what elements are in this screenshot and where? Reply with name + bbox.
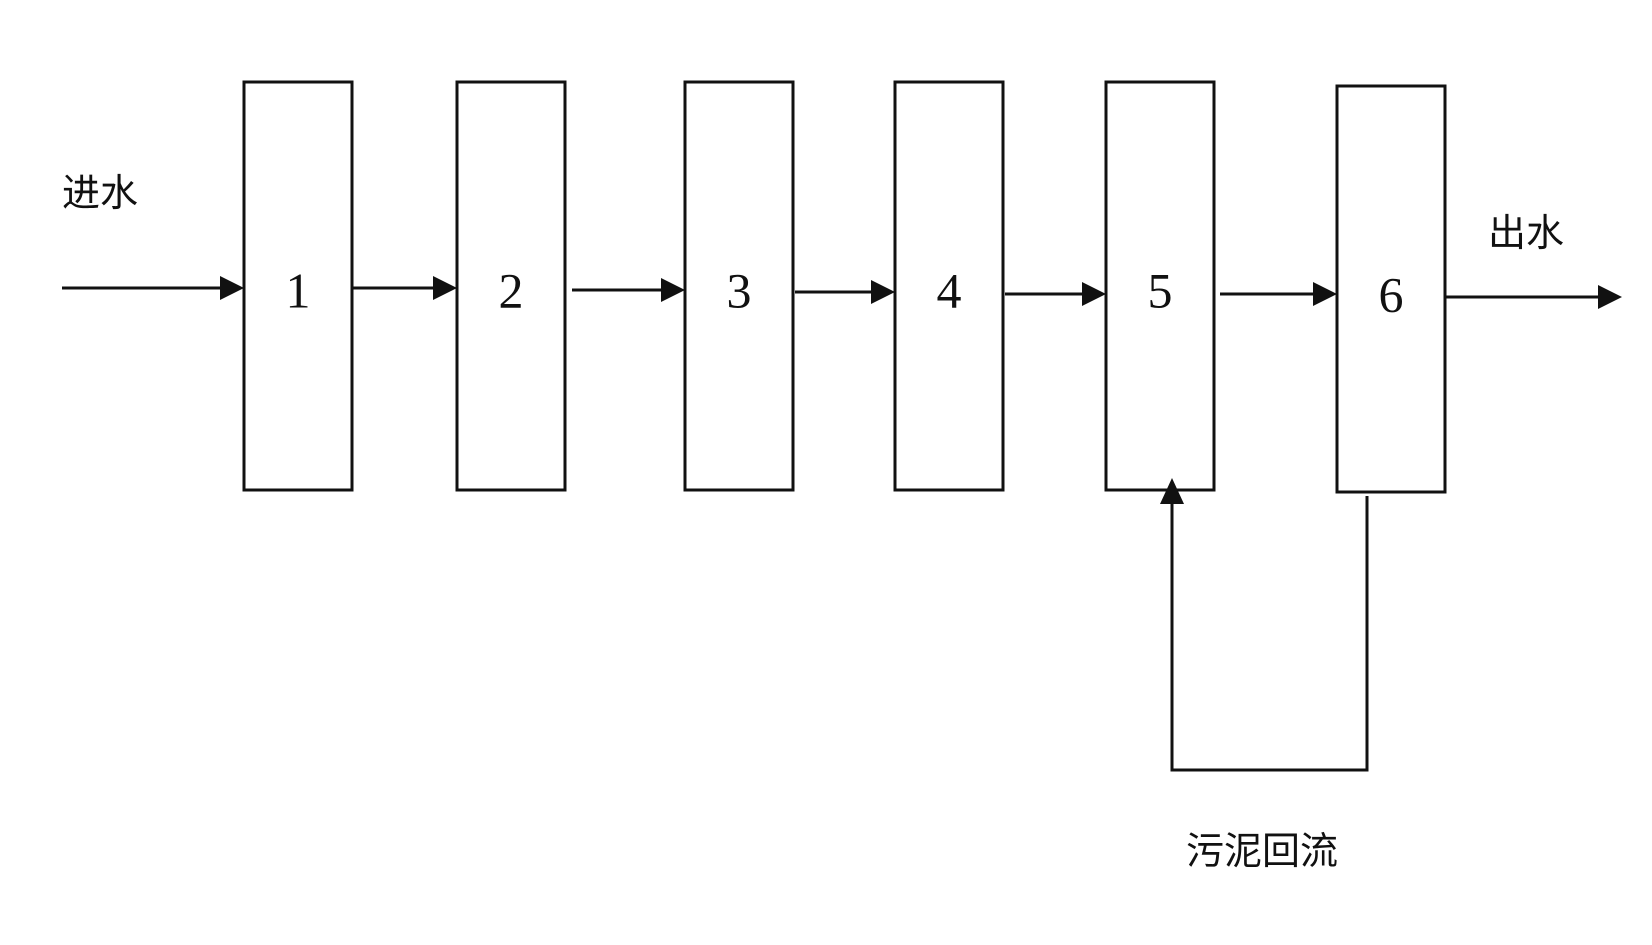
unit-2-label: 2 <box>499 262 524 318</box>
sludge-return-loop <box>1160 478 1369 772</box>
unit-1-label: 1 <box>286 262 311 318</box>
arrow-2-to-3 <box>572 278 685 302</box>
unit-5: 5 <box>1104 80 1216 492</box>
outlet-arrow <box>1445 285 1622 309</box>
arrow-4-to-5 <box>1005 282 1106 306</box>
unit-4: 4 <box>893 80 1005 492</box>
unit-3: 3 <box>683 80 795 492</box>
arrow-1-to-2 <box>352 276 457 300</box>
unit-5-label: 5 <box>1148 262 1173 318</box>
inlet-arrow <box>62 276 244 300</box>
unit-3-label: 3 <box>727 262 752 318</box>
inlet-label: 进水 <box>62 171 138 215</box>
unit-4-label: 4 <box>937 262 962 318</box>
unit-6: 6 <box>1335 84 1447 494</box>
unit-1: 1 <box>242 80 354 492</box>
arrow-3-to-4 <box>795 280 895 304</box>
unit-6-label: 6 <box>1379 266 1404 322</box>
sludge-return-label: 污泥回流 <box>1186 829 1338 873</box>
arrow-5-to-6 <box>1220 282 1337 306</box>
outlet-label: 出水 <box>1488 211 1564 255</box>
unit-2: 2 <box>455 80 567 492</box>
